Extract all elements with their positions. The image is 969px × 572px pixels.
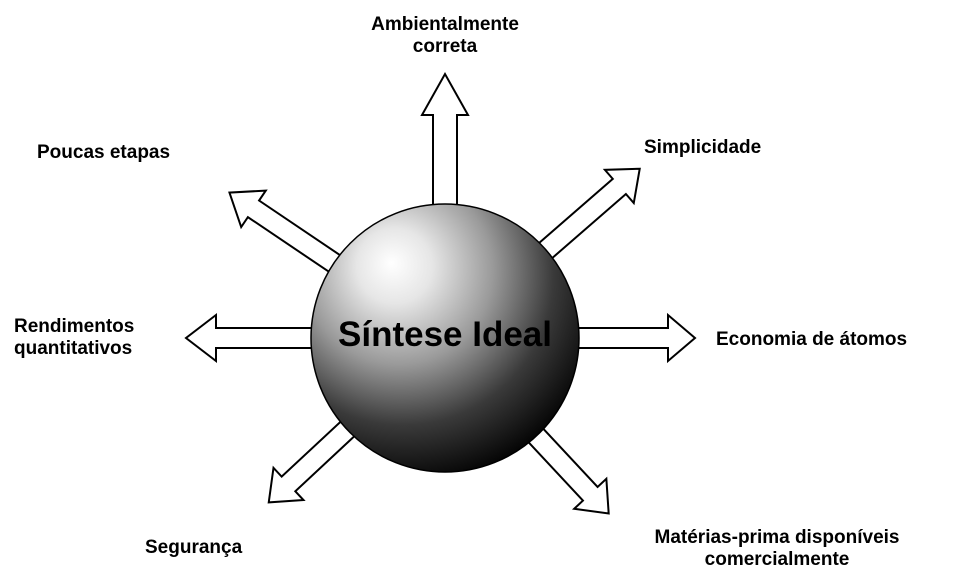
arrow-up xyxy=(420,71,470,209)
arrow-upper-left xyxy=(228,189,346,277)
label-left-line1: Rendimentos xyxy=(14,316,135,337)
label-top-line1: Ambientalmente xyxy=(371,14,519,35)
label-left-line2: quantitativos xyxy=(14,338,133,359)
sphere xyxy=(310,203,580,473)
arrow-lower-right xyxy=(523,423,610,515)
label-left: Rendimentos quantitativos xyxy=(14,316,134,360)
label-right: Economia de átomos xyxy=(716,329,908,350)
label-upper-left: Poucas etapas xyxy=(37,142,171,163)
label-lower-right-line1: Matérias-prima disponíveis xyxy=(654,527,900,548)
label-top-line2: correta xyxy=(412,36,478,57)
label-top: Ambientalmente correta xyxy=(320,14,570,58)
label-lower-left: Segurança xyxy=(145,537,243,558)
label-lower-right-line2: comercialmente xyxy=(704,549,850,570)
arrow-lower-left xyxy=(267,416,360,504)
label-lower-right: Matérias-prima disponíveis comercialment… xyxy=(612,527,942,571)
center-title: Síntese Ideal xyxy=(338,315,552,354)
arrow-left xyxy=(184,312,316,364)
arrow-upper-right xyxy=(533,167,641,263)
arrow-right xyxy=(574,312,697,364)
label-upper-right: Simplicidade xyxy=(644,137,762,158)
